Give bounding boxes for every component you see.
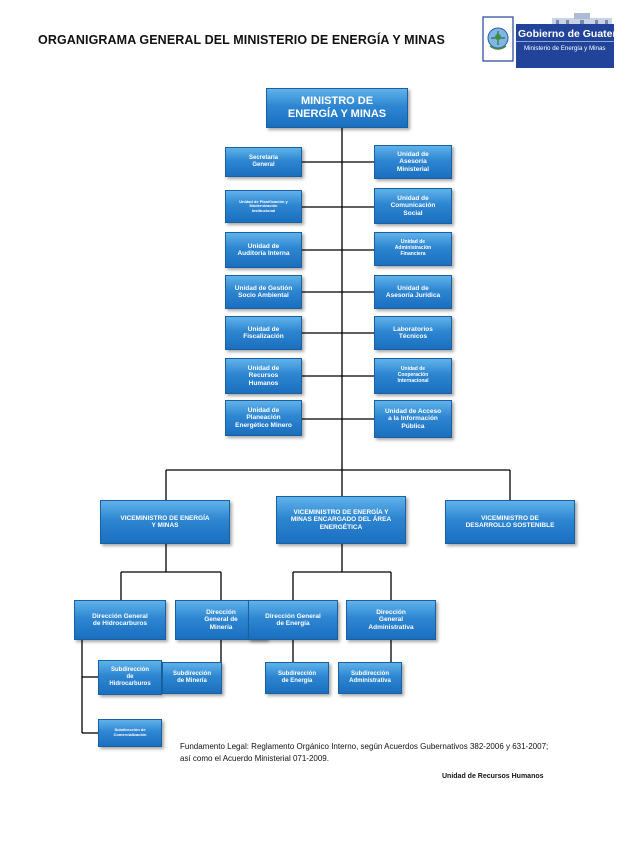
unit-auditoria-interna: Unidad de Auditoría Interna — [225, 232, 302, 268]
logo-divider — [516, 41, 614, 42]
subdirection-label: Subdirección de Comercialización — [113, 727, 147, 737]
page-title: ORGANIGRAMA GENERAL DEL MINISTERIO DE EN… — [38, 33, 445, 47]
minister-box: MINISTRO DE ENERGÍA Y MINAS — [266, 88, 408, 128]
subdirection-hidrocarburos: Subdirección de Hidrocarburos — [98, 660, 162, 695]
unit-label: Laboratorios Técnicos — [393, 325, 433, 340]
unit-label: Unidad de Recursos Humanos — [247, 364, 280, 387]
minister-label: MINISTRO DE ENERGÍA Y MINAS — [287, 95, 387, 120]
subdirection-comercializacion: Subdirección de Comercialización — [98, 719, 162, 747]
unit-label: Unidad de Cooperación Internacional — [397, 366, 429, 384]
unit-fiscalizacion: Unidad de Fiscalización — [225, 316, 302, 350]
direction-label: Dirección General de Minería — [204, 608, 238, 631]
unit-administracion-financiera: Unidad de Administración Financiera — [374, 232, 452, 266]
unit-label: Unidad de Asesoría Ministerial — [396, 150, 430, 173]
unit-label: Unidad de Auditoría Interna — [237, 242, 290, 257]
legal-basis-line-2: así como el Acuerdo Ministerial 071-2009… — [180, 754, 329, 763]
unit-planeacion-energetico: Unidad de Planeación Energético Minero — [225, 400, 302, 436]
subdirection-label: Subdirección Administrativa — [349, 671, 391, 684]
unit-label: Secretaría General — [248, 155, 279, 168]
subdirection-mineria: Subdirección de Minería — [162, 662, 222, 694]
subdirection-label: Subdirección de Hidrocarburos — [109, 667, 151, 687]
unit-cooperacion-internacional: Unidad de Cooperación Internacional — [374, 358, 452, 394]
legal-basis-line-1: Fundamento Legal: Reglamento Orgánico In… — [180, 742, 549, 751]
unit-label: Unidad de Gestión Socio Ambiental — [234, 284, 293, 299]
unit-comunicacion-social: Unidad de Comunicación Social — [374, 188, 452, 224]
vice-minister-label: VICEMINISTRO DE ENERGÍA Y MINAS — [120, 514, 210, 529]
vice-minister-desarrollo-sostenible: VICEMINISTRO DE DESARROLLO SOSTENIBLE — [445, 500, 575, 544]
unit-asesoria-juridica: Unidad de Asesoría Jurídica — [374, 275, 452, 309]
direction-label: Dirección General de Energía — [265, 612, 321, 627]
vice-minister-label: VICEMINISTRO DE DESARROLLO SOSTENIBLE — [465, 514, 555, 529]
subdirection-energia: Subdirección de Energía — [265, 662, 329, 694]
logo-main-text: Gobierno de Guatemala — [518, 28, 637, 40]
palace-icon — [552, 13, 612, 26]
unit-gestion-socio-ambiental: Unidad de Gestión Socio Ambiental — [225, 275, 302, 309]
unit-planificacion: Unidad de Planificación y Modernización … — [225, 190, 302, 223]
logo-band — [516, 24, 614, 68]
unit-label: Unidad de Planificación y Modernización … — [239, 198, 288, 213]
unit-label: Unidad de Acceso a la Información Públic… — [384, 407, 442, 430]
legal-basis-note: Fundamento Legal: Reglamento Orgánico In… — [180, 741, 600, 765]
unit-secretaria-general: Secretaría General — [225, 147, 302, 177]
vice-minister-energia-minas: VICEMINISTRO DE ENERGÍA Y MINAS — [100, 500, 230, 544]
government-logo: Gobierno de Guatemala Ministerio de Ener… — [478, 12, 636, 70]
subdirection-label: Subdirección de Minería — [172, 671, 211, 684]
unit-label: Unidad de Administración Financiera — [394, 239, 432, 257]
subdirection-label: Subdirección de Energía — [277, 671, 316, 684]
unit-label: Unidad de Asesoría Jurídica — [385, 284, 441, 299]
logo-sub-text: Ministerio de Energía y Minas — [524, 45, 606, 52]
direction-label: Dirección General de Hidrocarburos — [92, 612, 148, 627]
vice-minister-area-energetica: VICEMINISTRO DE ENERGÍA Y MINAS ENCARGAD… — [276, 496, 406, 544]
unit-laboratorios-tecnicos: Laboratorios Técnicos — [374, 316, 452, 350]
coat-of-arms-icon — [482, 16, 514, 62]
issuing-unit: Unidad de Recursos Humanos — [442, 773, 544, 780]
unit-asesoria-ministerial: Unidad de Asesoría Ministerial — [374, 145, 452, 179]
unit-label: Unidad de Comunicación Social — [390, 194, 436, 217]
unit-acceso-informacion: Unidad de Acceso a la Información Públic… — [374, 400, 452, 438]
direction-energia: Dirección General de Energía — [248, 600, 338, 640]
unit-label: Unidad de Planeación Energético Minero — [235, 406, 292, 429]
direction-administrativa: Dirección General Administrativa — [346, 600, 436, 640]
unit-label: Unidad de Fiscalización — [243, 325, 284, 340]
unit-recursos-humanos: Unidad de Recursos Humanos — [225, 358, 302, 394]
subdirection-administrativa: Subdirección Administrativa — [338, 662, 402, 694]
direction-label: Dirección General Administrativa — [368, 608, 414, 631]
vice-minister-label: VICEMINISTRO DE ENERGÍA Y MINAS ENCARGAD… — [290, 508, 392, 531]
direction-hidrocarburos: Dirección General de Hidrocarburos — [74, 600, 166, 640]
